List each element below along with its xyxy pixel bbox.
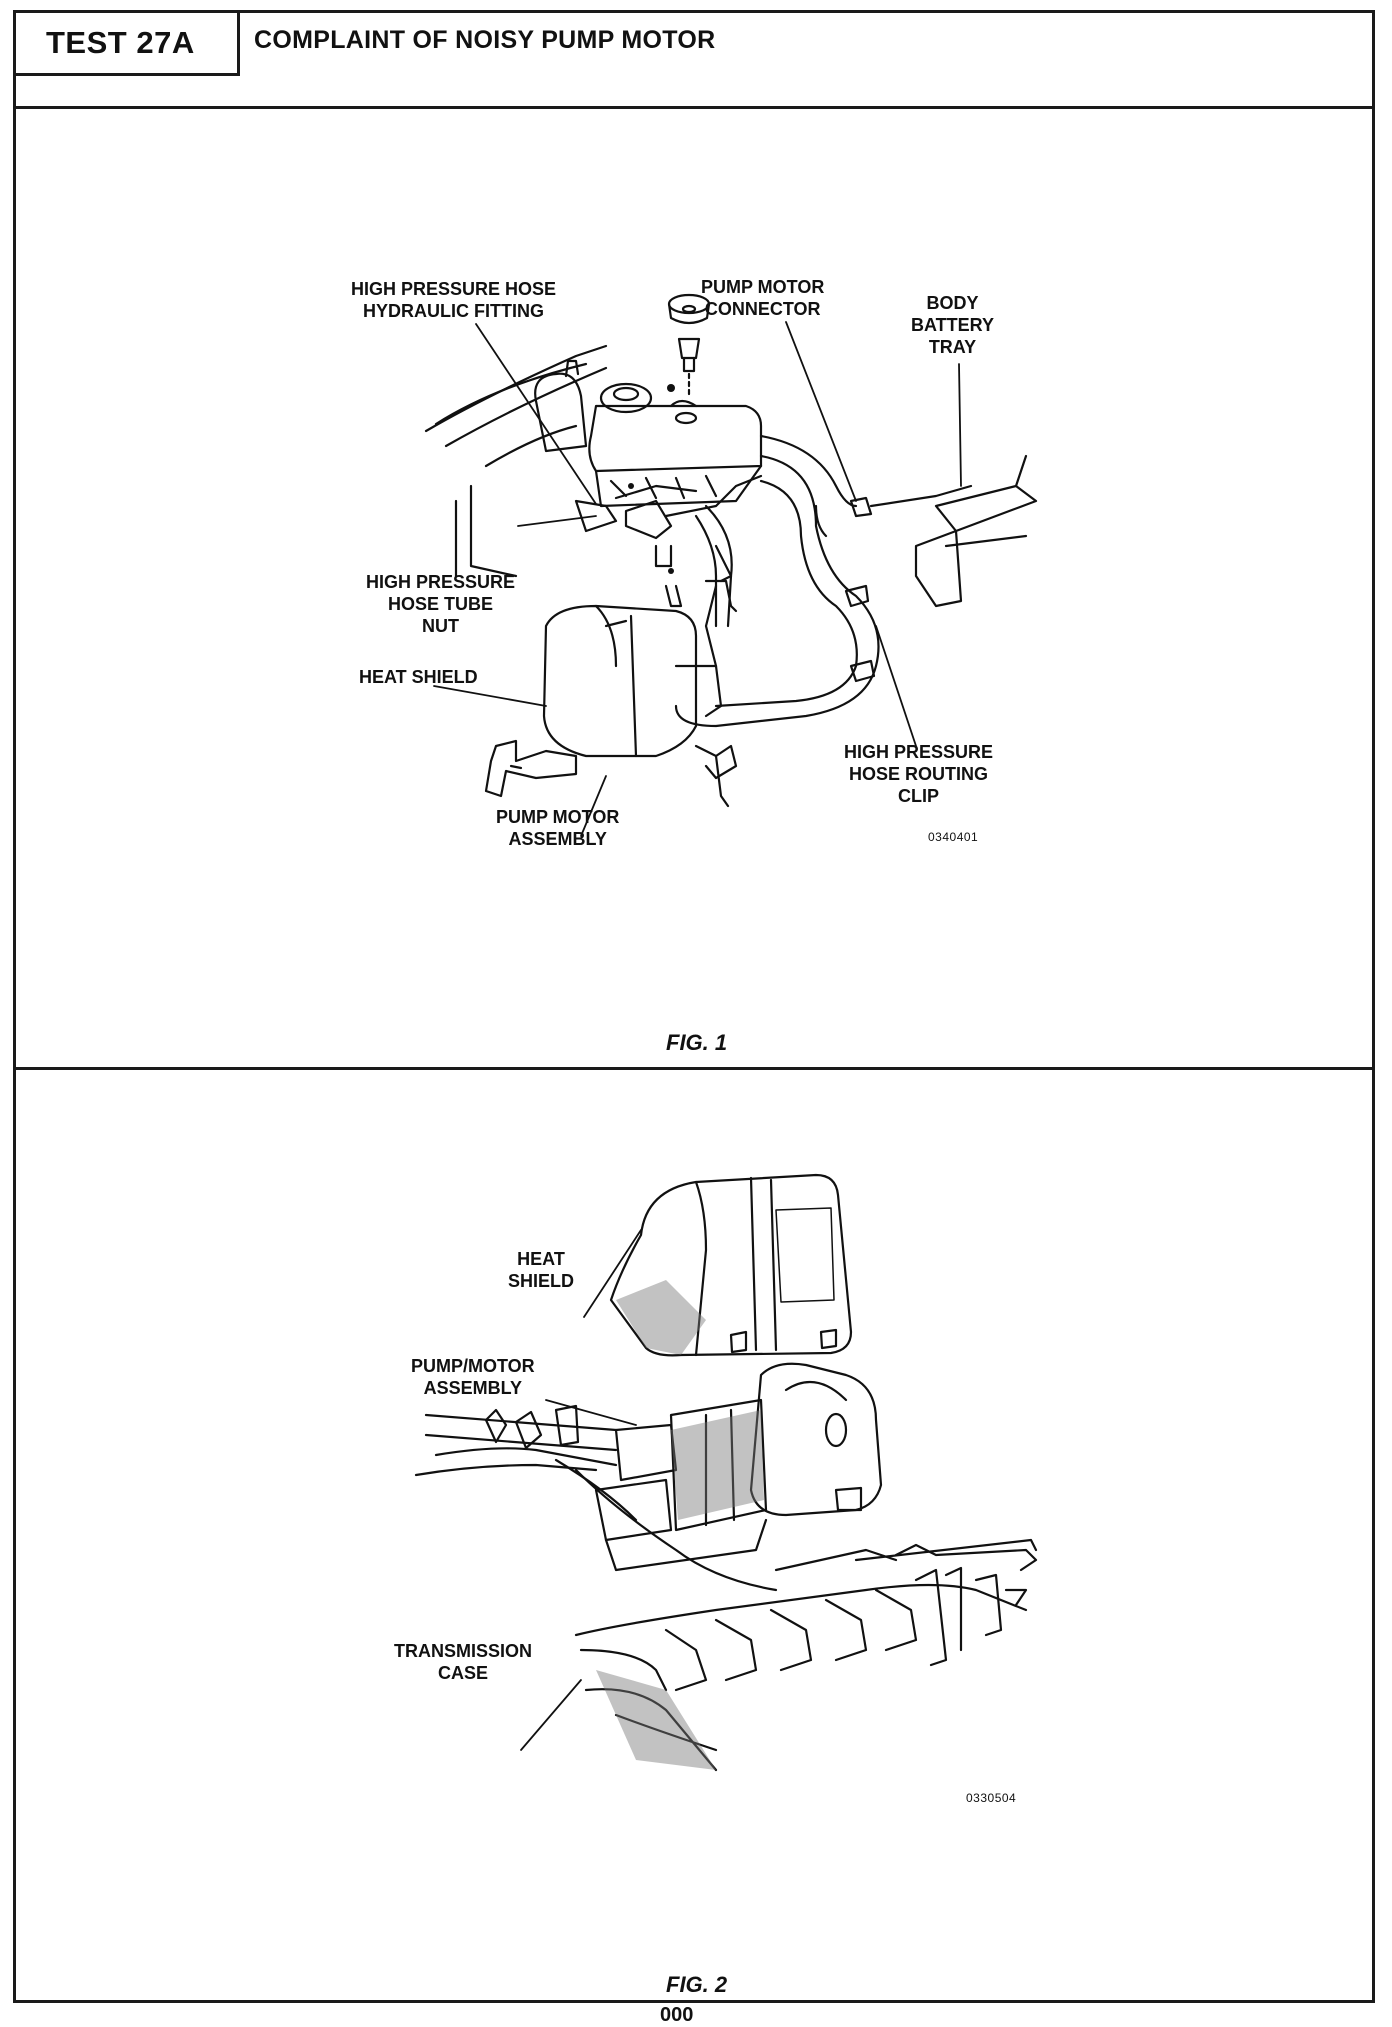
label-line: SHIELD: [508, 1271, 575, 1291]
label-line: HIGH PRESSURE: [844, 742, 994, 762]
header-row: TEST 27A COMPLAINT OF NOISY PUMP MOTOR: [16, 13, 1372, 109]
label-line: PUMP MOTOR: [701, 277, 825, 297]
label-line: ASSEMBLY: [508, 829, 607, 849]
figure-1-illustration: [424, 293, 1038, 837]
label-line: HIGH PRESSURE HOSE: [351, 279, 557, 299]
test-title: COMPLAINT OF NOISY PUMP MOTOR: [254, 26, 716, 54]
label-line: HYDRAULIC FITTING: [363, 301, 545, 321]
figure-2-image-code: 0330504: [966, 1791, 1017, 1805]
label-line: CLIP: [898, 786, 940, 806]
page-frame: TEST 27A COMPLAINT OF NOISY PUMP MOTOR: [13, 10, 1375, 2003]
label-line: BATTERY: [911, 315, 994, 335]
test-id-cell: TEST 27A: [16, 13, 240, 76]
label-line: HOSE ROUTING: [849, 764, 989, 784]
figure-1-image-code: 0340401: [928, 830, 979, 844]
figure-2-caption: FIG. 2: [666, 1972, 728, 1997]
label-line: PUMP MOTOR: [496, 807, 620, 827]
label-line: CASE: [438, 1663, 489, 1683]
figure-1-caption: FIG. 1: [666, 1030, 728, 1055]
label-line: ASSEMBLY: [423, 1378, 523, 1398]
label-line: TRANSMISSION: [394, 1641, 533, 1661]
label-line: TRAY: [928, 337, 977, 357]
test-id: TEST 27A: [46, 25, 195, 60]
label-line: NUT: [422, 616, 460, 636]
label-heat-shield: HEAT SHIELD: [359, 667, 478, 687]
label-line: HOSE TUBE: [388, 594, 494, 614]
label-line: HIGH PRESSURE: [366, 572, 516, 592]
label-line: PUMP/MOTOR: [411, 1356, 535, 1376]
label-line: HEAT: [517, 1249, 565, 1269]
figure-2-illustration: [414, 1173, 1038, 1772]
label-line: CONNECTOR: [704, 299, 821, 319]
label-line: BODY: [926, 293, 979, 313]
